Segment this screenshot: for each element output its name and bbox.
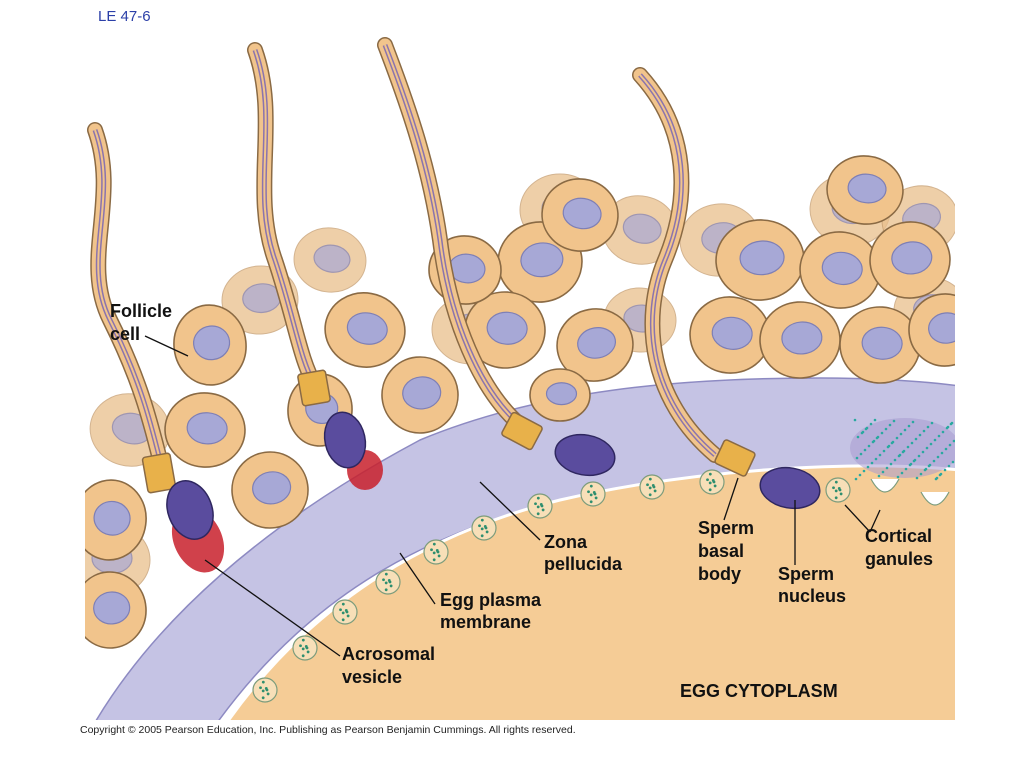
- sperm-nucleus: [554, 433, 616, 477]
- label-basal-sperm: Sperm: [698, 518, 754, 538]
- sperm-midpiece: [501, 411, 543, 451]
- follicle-nucleus: [545, 382, 578, 406]
- leader-zona-pellucida: [479, 481, 541, 541]
- follicle-nucleus: [577, 327, 617, 359]
- follicle-cell: [529, 368, 591, 422]
- cortical-granule: [527, 493, 553, 519]
- figure-id: LE 47-6: [98, 8, 151, 25]
- follicle-nucleus: [192, 325, 231, 361]
- sperm-nucleus: [323, 411, 367, 469]
- follicle-nucleus: [928, 312, 955, 344]
- follicle-cell: [324, 292, 406, 368]
- follicle-cell: [173, 304, 247, 386]
- label-membrane: membrane: [440, 612, 531, 632]
- follicle-nucleus: [891, 241, 933, 275]
- label-egg-cytoplasm: EGG CYTOPLASM: [680, 681, 838, 701]
- label-acrosomal: Acrosomal: [342, 644, 435, 664]
- leader-lines: [144, 335, 881, 657]
- cortical-granule: [639, 474, 665, 500]
- sperm-cells: [87, 37, 821, 573]
- cortical-granule-release: [850, 418, 955, 506]
- cortical-granules: [252, 469, 851, 703]
- cortical-granule: [699, 469, 725, 495]
- egg-plasma-membrane: [226, 464, 955, 720]
- follicle-nucleus: [520, 242, 564, 278]
- label-nucleus: nucleus: [778, 586, 846, 606]
- follicle-nucleus: [93, 591, 131, 625]
- cortical-granule: [580, 481, 606, 507]
- sperm-midpiece: [297, 369, 331, 407]
- sperm-midpiece: [714, 439, 756, 477]
- label-vesicle: vesicle: [342, 667, 402, 687]
- follicle-cell: [231, 451, 309, 529]
- follicle-nucleus: [739, 240, 785, 276]
- cortical-granule: [252, 677, 278, 703]
- follicle-nucleus: [346, 312, 388, 345]
- sperm-nucleus: [759, 466, 821, 510]
- follicle-nucleus: [821, 251, 863, 286]
- cortical-granule: [825, 477, 851, 503]
- sperm-1: [87, 122, 225, 573]
- illustration: [85, 37, 955, 720]
- follicle-nucleus: [93, 500, 131, 536]
- follicle-nucleus: [486, 311, 528, 345]
- leader-egg-plasma-membrane: [399, 552, 436, 605]
- follicle-cell: [715, 219, 805, 301]
- follicle-cell: [869, 221, 951, 299]
- sperm-2: [247, 42, 383, 490]
- label-cortical: Cortical: [865, 526, 932, 546]
- follicle-nucleus: [562, 197, 602, 230]
- follicle-nucleus: [861, 326, 903, 360]
- leader-cortical-granules: [844, 504, 881, 533]
- cortical-granule: [375, 569, 401, 595]
- labels: Follicle cell Zona pellucida Egg plasma …: [110, 301, 933, 701]
- sperm-4: [632, 67, 821, 510]
- follicle-nucleus: [402, 376, 442, 410]
- follicle-nucleus: [781, 321, 823, 355]
- leader-acrosomal-vesicle: [204, 559, 341, 657]
- follicle-cell: [839, 306, 921, 384]
- label-ganules: ganules: [865, 549, 933, 569]
- label-cell: cell: [110, 324, 140, 344]
- follicle-nucleus: [313, 244, 351, 273]
- follicle-cell: [381, 356, 459, 434]
- leader-follicle-cell: [144, 335, 189, 357]
- follicle-cell: [556, 308, 634, 382]
- label-zona: Zona: [544, 532, 588, 552]
- label-body: body: [698, 564, 741, 584]
- follicle-nucleus: [186, 412, 228, 445]
- follicle-cell: [85, 479, 147, 561]
- follicle-nucleus: [711, 316, 753, 350]
- follicle-nucleus: [252, 471, 292, 505]
- cortical-granule: [471, 515, 497, 541]
- cortical-granule: [423, 539, 449, 565]
- leader-sperm-basal-body: [723, 477, 739, 521]
- follicle-cell: [689, 296, 771, 374]
- follicle-cell: [164, 392, 246, 468]
- follicle-cell: [293, 227, 367, 293]
- follicle-cell: [908, 293, 955, 367]
- follicle-nucleus: [622, 213, 662, 244]
- sperm-midpiece: [141, 452, 177, 494]
- copyright-notice: Copyright © 2005 Pearson Education, Inc.…: [80, 724, 576, 736]
- label-basal: basal: [698, 541, 744, 561]
- follicle-cell: [541, 178, 619, 252]
- follicle-nucleus: [847, 173, 887, 204]
- label-pellucida: pellucida: [544, 554, 623, 574]
- label-egg-plasma: Egg plasma: [440, 590, 542, 610]
- sperm-3: [377, 37, 616, 477]
- follicle-cell: [759, 301, 841, 379]
- follicle-cell: [826, 155, 904, 225]
- cortical-granule: [332, 599, 358, 625]
- sperm-nucleus: [166, 480, 214, 540]
- cortical-granule: [292, 635, 318, 661]
- label-follicle: Follicle: [110, 301, 172, 321]
- label-nucleus-sperm: Sperm: [778, 564, 834, 584]
- follicle-cell: [85, 571, 147, 649]
- follicle-cell: [799, 231, 881, 309]
- egg-cytoplasm: [228, 465, 955, 720]
